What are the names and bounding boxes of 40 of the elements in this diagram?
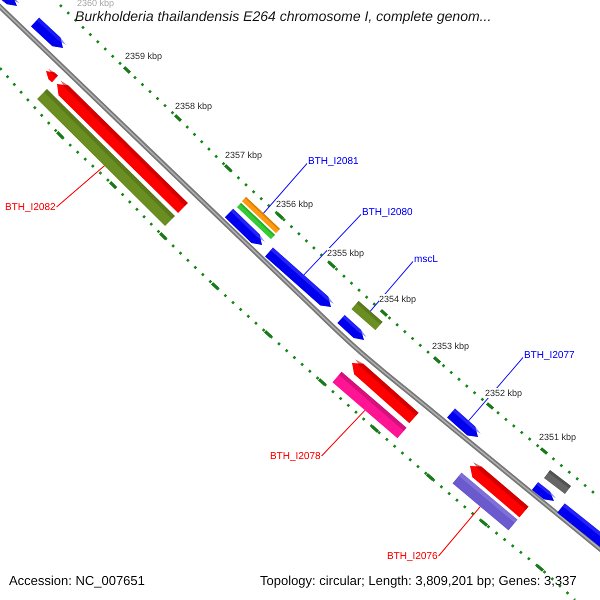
gene-feature — [447, 408, 481, 437]
gene-label: BTH_I2080 — [362, 207, 413, 218]
scale-label: 2352 kbp — [485, 388, 522, 398]
gene-block — [332, 372, 407, 438]
scale-label: 2351 kbp — [539, 432, 576, 442]
gene-feature — [224, 208, 265, 245]
scale-label: 2353 kbp — [432, 341, 470, 352]
leader-line — [263, 163, 308, 214]
gene-label: BTH_I2082 — [5, 202, 56, 214]
map-title: Burkholderia thailandensis E264 chromosome I, complete genom... — [75, 8, 492, 24]
gene-block — [236, 202, 276, 240]
info-text: Topology: circular; Length: 3,809,201 bp; Genes: 3,337 — [260, 574, 577, 589]
gene-feature — [46, 68, 58, 82]
scale-label: 2354 kbp — [379, 294, 416, 304]
gene-feature — [30, 18, 66, 48]
scale-label: 2355 kbp — [327, 248, 364, 258]
gene-block — [452, 472, 518, 530]
gene-block — [557, 503, 600, 549]
leader-line — [370, 261, 414, 312]
gene-label: BTH_I2078 — [270, 451, 321, 462]
gene-feature — [0, 0, 20, 6]
gene-label: BTH_I2081 — [308, 156, 359, 168]
gene-label: BTH_I2077 — [524, 350, 575, 362]
gene-block — [351, 300, 383, 330]
scale-label: 2356 kbp — [276, 199, 314, 210]
scale-label: 2358 kbp — [175, 101, 212, 112]
scale-label: 2357 kbp — [225, 150, 262, 160]
gene-label: BTH_I2076 — [387, 551, 438, 562]
leader-line — [438, 506, 481, 556]
gene-feature — [337, 314, 367, 340]
scale-label: 2359 kbp — [125, 51, 162, 62]
gene-label: mscL — [414, 254, 438, 266]
leader-line — [56, 165, 105, 208]
gene-feature — [352, 359, 419, 424]
gene-feature — [532, 482, 556, 501]
gene-feature — [470, 462, 529, 518]
leader-line — [321, 410, 366, 456]
info-text: Accession: NC_007651 — [9, 574, 145, 589]
gene-block — [544, 470, 572, 494]
leader-line — [303, 214, 362, 276]
